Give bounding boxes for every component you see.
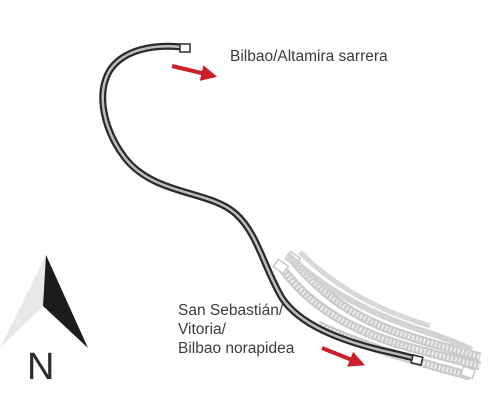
bottom-destination-line-3: Bilbao norapidea xyxy=(178,340,295,357)
arrow-right-icon xyxy=(321,346,365,367)
main-track xyxy=(99,42,424,366)
grey-track-3 xyxy=(285,250,474,353)
grey-track-1 xyxy=(272,258,482,371)
bottom-destination-label: San Sebastián/ Vitoria/ Bilbao norapidea xyxy=(178,301,294,358)
compass-letter: N xyxy=(27,346,55,388)
arrow-right-icon xyxy=(171,64,218,81)
secondary-tracks xyxy=(272,250,482,381)
north-arrow-icon xyxy=(0,255,88,348)
bottom-destination-line-2: Vitoria/ xyxy=(178,321,226,338)
bottom-destination-line-1: San Sebastián/ xyxy=(178,302,284,319)
top-destination-label: Bilbao/Altamira sarrera xyxy=(230,48,388,65)
